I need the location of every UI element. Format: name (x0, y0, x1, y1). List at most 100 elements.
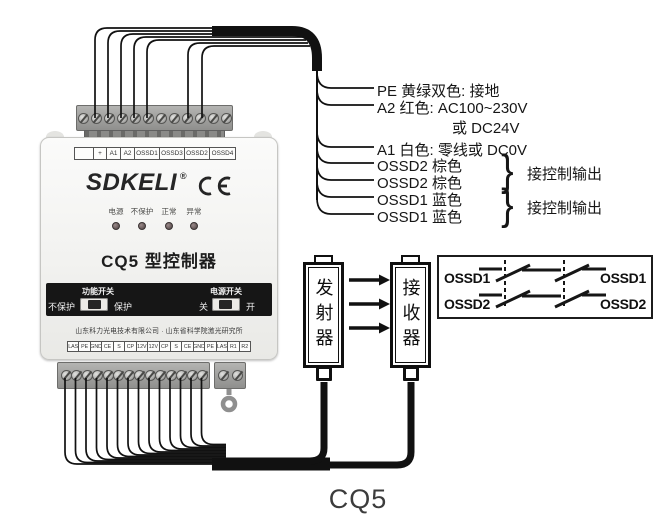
wire (316, 71, 374, 89)
function-switch-title: 功能开关 (82, 287, 114, 296)
terminal-label-cell: 12V (148, 342, 160, 351)
label-a1: A1 白色: 零线或 DC0V (377, 142, 528, 159)
wire (212, 26, 322, 71)
brand-logo: SDKELI (86, 169, 178, 196)
terminal-label-cell: CE (102, 342, 114, 351)
top-terminal-block (76, 105, 233, 131)
beam-arrowhead-icon (379, 274, 390, 286)
wire (148, 378, 226, 453)
function-switch-knob (88, 300, 101, 309)
terminal-screw (129, 113, 141, 124)
wire (316, 180, 374, 198)
label-pe: PE 黄绿双色: 接地 (377, 83, 500, 100)
label-ossd2-b: OSSD2 棕色 (377, 175, 463, 192)
note-ossd1: 接控制输出 (527, 200, 603, 217)
terminal-label-cell: A2 (121, 148, 135, 159)
function-switch-left-label: 不保护 (48, 302, 76, 312)
wire (133, 36, 304, 118)
bottom-terminal-block (57, 362, 210, 389)
terminal-label-cell: OSSD1 (135, 148, 160, 159)
wire (85, 378, 226, 462)
transmitter-connector (316, 366, 332, 381)
terminal-screw (116, 113, 128, 124)
note-ossd2: 接控制输出 (527, 166, 603, 183)
receiver-connector (403, 366, 419, 381)
wire (200, 378, 226, 446)
company-line: 山东科力光电技术有限公司 · 山东省科学院激光研究所 (75, 328, 243, 335)
wire (179, 378, 226, 449)
terminal-screw (77, 113, 89, 124)
terminal-screw (103, 113, 115, 124)
terminal-label-cell: CP (160, 342, 171, 351)
label-a2: A2 红色: AC100~230V (377, 100, 528, 117)
label-ossd1-b: OSSD1 蓝色 (377, 209, 463, 226)
terminal-label-cell: S (171, 342, 183, 351)
led-indicator-icon (138, 222, 146, 230)
contact-schematic (479, 260, 606, 309)
terminal-screw (168, 113, 180, 124)
transmitter-box: 发射器 (303, 262, 344, 368)
terminal-label-cell: GND (90, 342, 103, 351)
terminal-label-cell (75, 148, 94, 159)
label-ossd1-a: OSSD1 蓝色 (377, 192, 463, 209)
wire (127, 378, 226, 456)
wire (146, 39, 306, 118)
beam-arrowhead-icon (379, 298, 390, 310)
wire (316, 146, 374, 164)
wire (316, 197, 374, 215)
mount-hook-icon (220, 395, 238, 413)
receiver-box: 接收器 (390, 262, 431, 368)
wire (201, 45, 310, 118)
ce-mark-icon (198, 176, 231, 196)
led-indicator-icon (190, 222, 198, 230)
terminal-screw (142, 113, 154, 124)
terminal-screw (218, 370, 229, 381)
brace-ossd1: } (501, 180, 514, 229)
power-switch-right-label: 开 (246, 302, 256, 312)
terminal-label-cell: OSSD3 (160, 148, 185, 159)
wire (116, 378, 226, 458)
label-a2-cont: 或 DC24V (452, 120, 520, 137)
contact-label-ossd2-right: OSSD2 (600, 296, 646, 312)
terminal-label-cell: OSSD2 (185, 148, 210, 159)
wire (120, 33, 302, 118)
led-label: 正常 (161, 207, 177, 216)
wire (64, 378, 226, 465)
wire (158, 378, 226, 452)
terminal-label-cell: R2 (241, 343, 249, 350)
contact-label-ossd1-left: OSSD1 (444, 270, 490, 286)
receiver-inner: 接收器 (395, 267, 426, 363)
power-switch-knob (219, 300, 232, 309)
led-indicator-icon (165, 222, 173, 230)
terminal-label-cell: OSSD4 (211, 150, 234, 157)
ossd-contact-box: OSSD1 OSSD2 OSSD1 OSSD2 (437, 255, 653, 319)
terminal-label-cell: LAS (216, 342, 229, 351)
terminal-label-cell: CE (182, 342, 194, 351)
terminal-screw (220, 113, 232, 124)
brace-ossd2: } (501, 146, 514, 195)
terminal-label-cell: 12V (137, 342, 149, 351)
terminal-screw (181, 113, 193, 124)
led-indicator-icon (112, 222, 120, 230)
wire (187, 42, 308, 118)
terminal-screw (90, 113, 102, 124)
terminal-label-cell: CP (125, 342, 137, 351)
wire (316, 163, 374, 181)
wire (74, 378, 226, 464)
terminal-label-cell: A1 (107, 148, 121, 159)
terminal-screw (207, 113, 219, 124)
power-switch-left-label: 关 (199, 302, 209, 312)
wire (316, 88, 374, 106)
contact-label-ossd2-left: OSSD2 (444, 296, 490, 312)
power-switch-title: 电源开关 (210, 287, 242, 296)
led-label: 异常 (186, 207, 202, 216)
wire (107, 30, 300, 118)
terminal-screw (155, 113, 167, 124)
wire (94, 27, 298, 118)
terminal-label-cell: LAS (68, 342, 80, 351)
terminal-label-cell: PE (205, 342, 217, 351)
